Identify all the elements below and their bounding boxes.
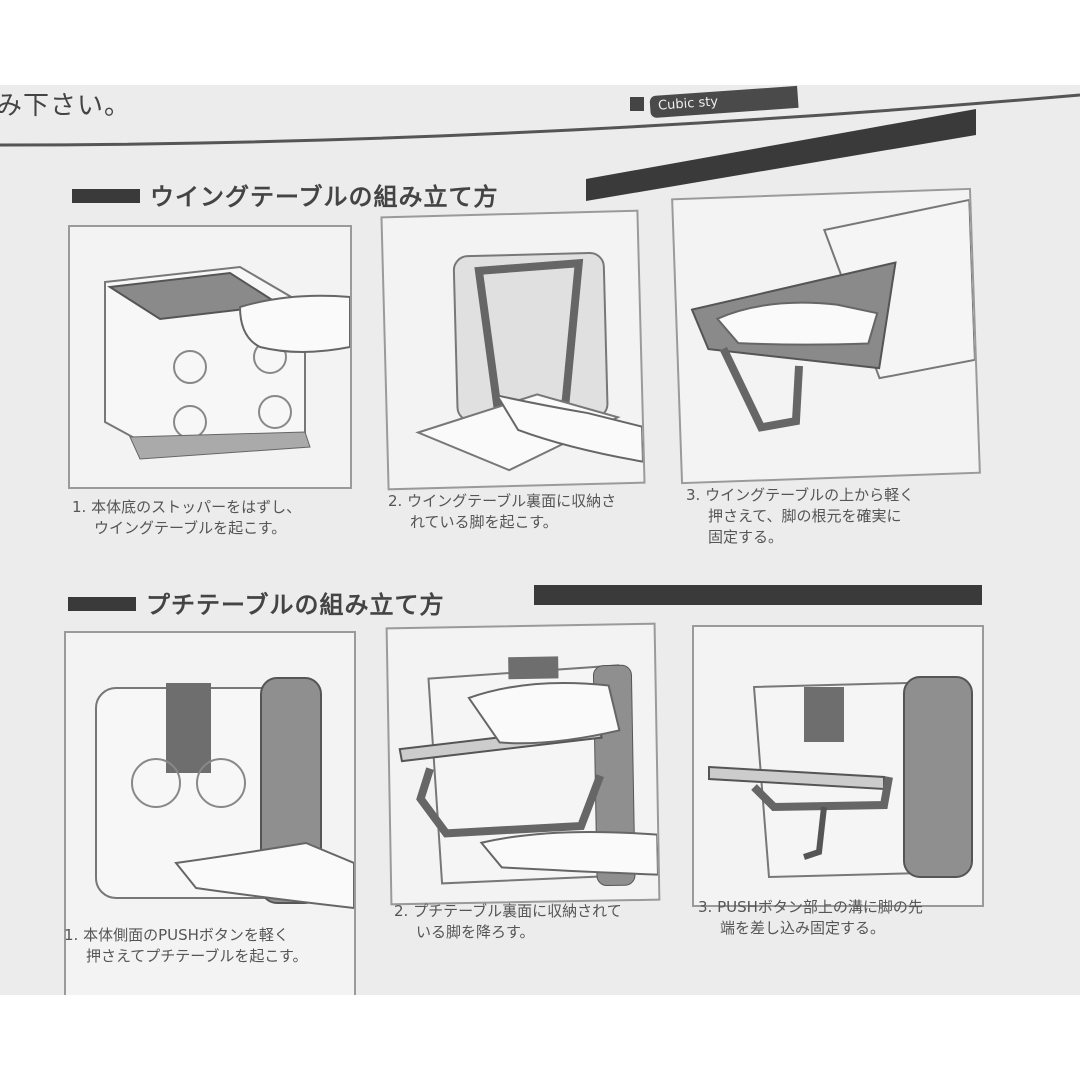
page-curve-line: [0, 93, 1080, 147]
wing-step2-caption: 2. ウイングテーブル裏面に収納さ れている脚を起こす。: [388, 492, 617, 531]
petit-section-title: プチテーブルの組み立て方: [146, 591, 445, 619]
wing-section-bar-left: [72, 189, 140, 203]
wing-step3-illustration: [671, 187, 981, 485]
wing-step2-illustration: [380, 209, 646, 491]
wing-section-title: ウイングテーブルの組み立て方: [150, 183, 499, 211]
wing-step3-caption: 3. ウイングテーブルの上から軽く 押さえて、脚の根元を確実に 固定する。: [686, 486, 915, 546]
petit-step3-illustration: [692, 625, 984, 907]
top-text-fragment: み下さい。: [0, 91, 132, 121]
tab-square: [630, 97, 644, 111]
wing-section-bar-right: [586, 109, 976, 201]
petit-step2-caption: 2. プチテーブル裏面に収納されて いる脚を降ろす。: [394, 902, 622, 941]
petit-section-bar-right: [534, 585, 982, 605]
petit-step1-caption: 1. 本体側面のPUSHボタンを軽く 押さえてプチテーブルを起こす。: [64, 926, 308, 965]
petit-section-bar-left: [68, 597, 136, 611]
petit-step3-caption: 3. PUSHボタン部上の溝に脚の先 端を差し込み固定する。: [698, 898, 923, 937]
wing-step1-illustration: [68, 225, 352, 489]
manual-page: み下さい。 Cubic sty ウイングテーブルの組み立て方 1. 本体底のスト…: [0, 85, 1080, 995]
petit-step2-illustration: [385, 622, 661, 906]
petit-step1-illustration: [64, 631, 356, 995]
wing-step1-caption: 1. 本体底のストッパーをはずし、 ウイングテーブルを起こす。: [72, 498, 302, 537]
